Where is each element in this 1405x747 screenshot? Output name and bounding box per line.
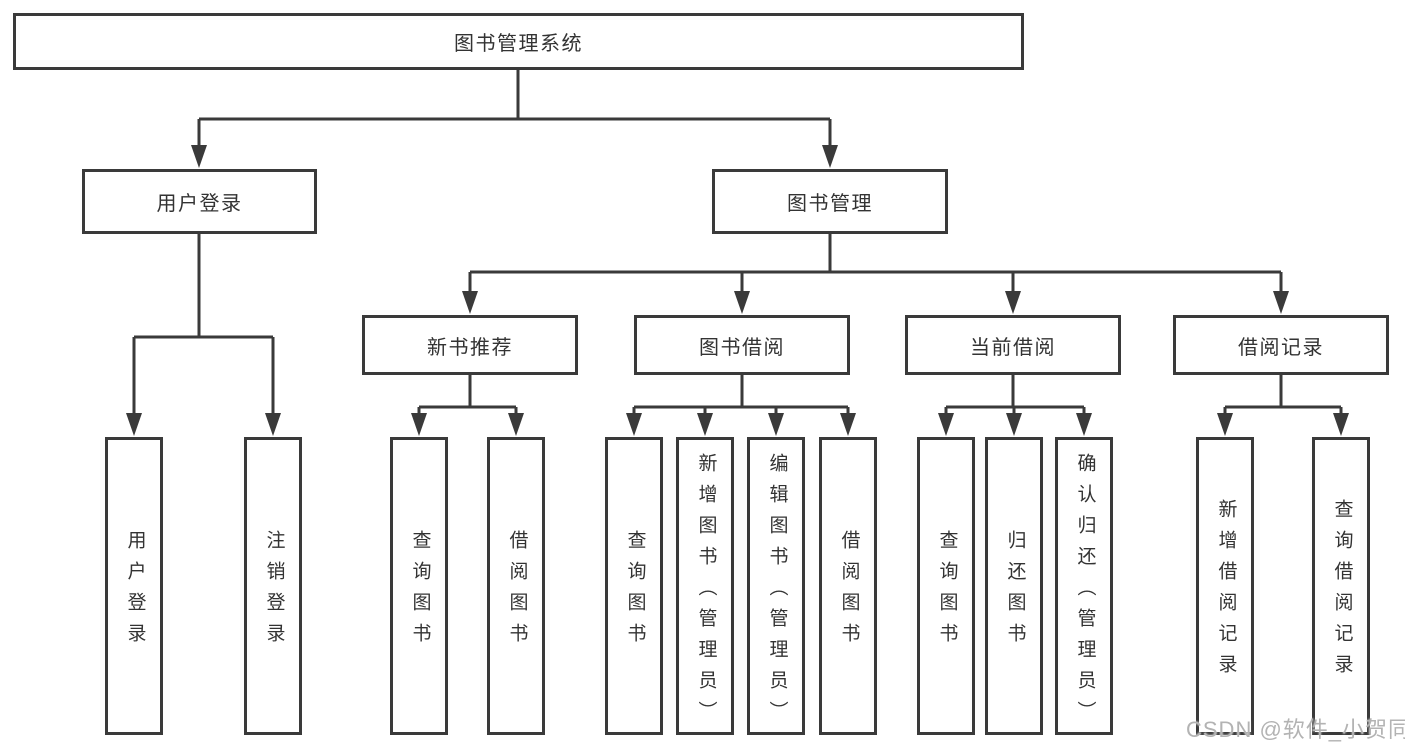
leaf-current-query-books-label: 查询图书 <box>936 530 958 654</box>
arrow-down-icon <box>626 413 642 436</box>
leaf-confirm-return-admin: 确认归还（管理员） <box>1055 437 1113 735</box>
leaf-add-book-admin: 新增图书（管理员） <box>676 437 734 735</box>
node-book-borrowing-label: 图书借阅 <box>699 336 785 359</box>
arrow-down-icon <box>938 413 954 436</box>
arrow-down-icon <box>1273 291 1289 314</box>
leaf-borrowing-borrow-books: 借阅图书 <box>819 437 877 735</box>
connector-user-login-to-children <box>126 234 281 436</box>
leaf-user-login: 用户登录 <box>105 437 163 735</box>
connector-root-to-level2 <box>191 70 838 168</box>
connector-current-borrowing-to-children <box>938 375 1092 436</box>
leaf-query-borrow-record-label: 查询借阅记录 <box>1331 499 1353 685</box>
arrow-down-icon <box>191 145 207 168</box>
node-book-management: 图书管理 <box>712 169 948 234</box>
arrow-down-icon <box>265 413 281 436</box>
arrow-down-icon <box>840 413 856 436</box>
watermark: CSDN @软件_小贺同学 <box>1186 717 1405 742</box>
leaf-confirm-return-admin-label: 确认归还（管理员） <box>1074 452 1096 732</box>
leaf-edit-book-admin: 编辑图书（管理员） <box>747 437 805 735</box>
leaf-user-login-label: 用户登录 <box>124 530 146 654</box>
arrow-down-icon <box>768 413 784 436</box>
arrow-down-icon <box>508 413 524 436</box>
leaf-recommend-query-books: 查询图书 <box>390 437 448 735</box>
leaf-recommend-query-books-label: 查询图书 <box>409 530 431 654</box>
connector-new-book-recommend-to-children <box>411 375 524 436</box>
leaf-borrowing-query-books: 查询图书 <box>605 437 663 735</box>
node-book-borrowing: 图书借阅 <box>634 315 850 375</box>
leaf-add-book-admin-label: 新增图书（管理员） <box>695 452 717 732</box>
leaf-add-borrow-record-label: 新增借阅记录 <box>1215 499 1237 685</box>
node-current-borrowing: 当前借阅 <box>905 315 1121 375</box>
arrow-down-icon <box>1005 291 1021 314</box>
arrow-down-icon <box>411 413 427 436</box>
leaf-recommend-borrow-books: 借阅图书 <box>487 437 545 735</box>
node-root: 图书管理系统 <box>13 13 1024 70</box>
connector-book-management-to-level3 <box>462 234 1289 314</box>
leaf-add-borrow-record: 新增借阅记录 <box>1196 437 1254 735</box>
node-user-login-label: 用户登录 <box>156 193 243 215</box>
node-new-book-recommend: 新书推荐 <box>362 315 578 375</box>
leaf-query-borrow-record: 查询借阅记录 <box>1312 437 1370 735</box>
arrow-down-icon <box>697 413 713 436</box>
node-new-book-recommend-label: 新书推荐 <box>427 336 513 359</box>
leaf-current-query-books: 查询图书 <box>917 437 975 735</box>
arrow-down-icon <box>462 291 478 314</box>
connector-book-borrowing-to-children <box>626 375 856 436</box>
leaf-recommend-borrow-books-label: 借阅图书 <box>506 530 528 654</box>
leaf-borrowing-borrow-books-label: 借阅图书 <box>838 530 860 654</box>
arrow-down-icon <box>734 291 750 314</box>
arrow-down-icon <box>1333 413 1349 436</box>
node-borrowing-records: 借阅记录 <box>1173 315 1389 375</box>
node-book-management-label: 图书管理 <box>787 193 873 215</box>
arrow-down-icon <box>1217 413 1233 436</box>
leaf-logout-login-label: 注销登录 <box>263 530 285 654</box>
leaf-return-books: 归还图书 <box>985 437 1043 735</box>
node-current-borrowing-label: 当前借阅 <box>970 336 1056 359</box>
arrow-down-icon <box>1006 413 1022 436</box>
leaf-logout-login: 注销登录 <box>244 437 302 735</box>
leaf-borrowing-query-books-label: 查询图书 <box>624 530 646 654</box>
arrow-down-icon <box>126 413 142 436</box>
leaf-return-books-label: 归还图书 <box>1004 530 1026 654</box>
node-borrowing-records-label: 借阅记录 <box>1238 336 1324 359</box>
node-user-login: 用户登录 <box>82 169 317 234</box>
connector-borrowing-records-to-children <box>1217 375 1349 436</box>
arrow-down-icon <box>1076 413 1092 436</box>
node-root-label: 图书管理系统 <box>454 33 583 55</box>
leaf-edit-book-admin-label: 编辑图书（管理员） <box>766 452 788 732</box>
arrow-down-icon <box>822 145 838 168</box>
